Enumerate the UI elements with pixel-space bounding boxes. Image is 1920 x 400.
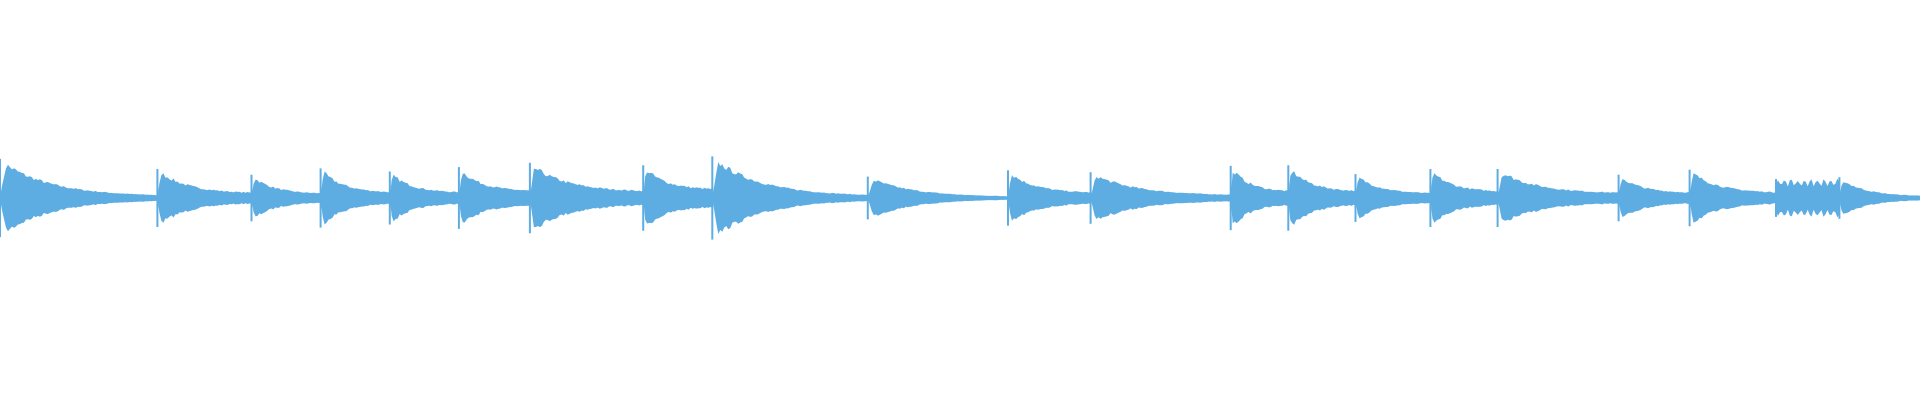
waveform-view: [0, 156, 1920, 240]
audio-waveform: [0, 156, 1920, 240]
